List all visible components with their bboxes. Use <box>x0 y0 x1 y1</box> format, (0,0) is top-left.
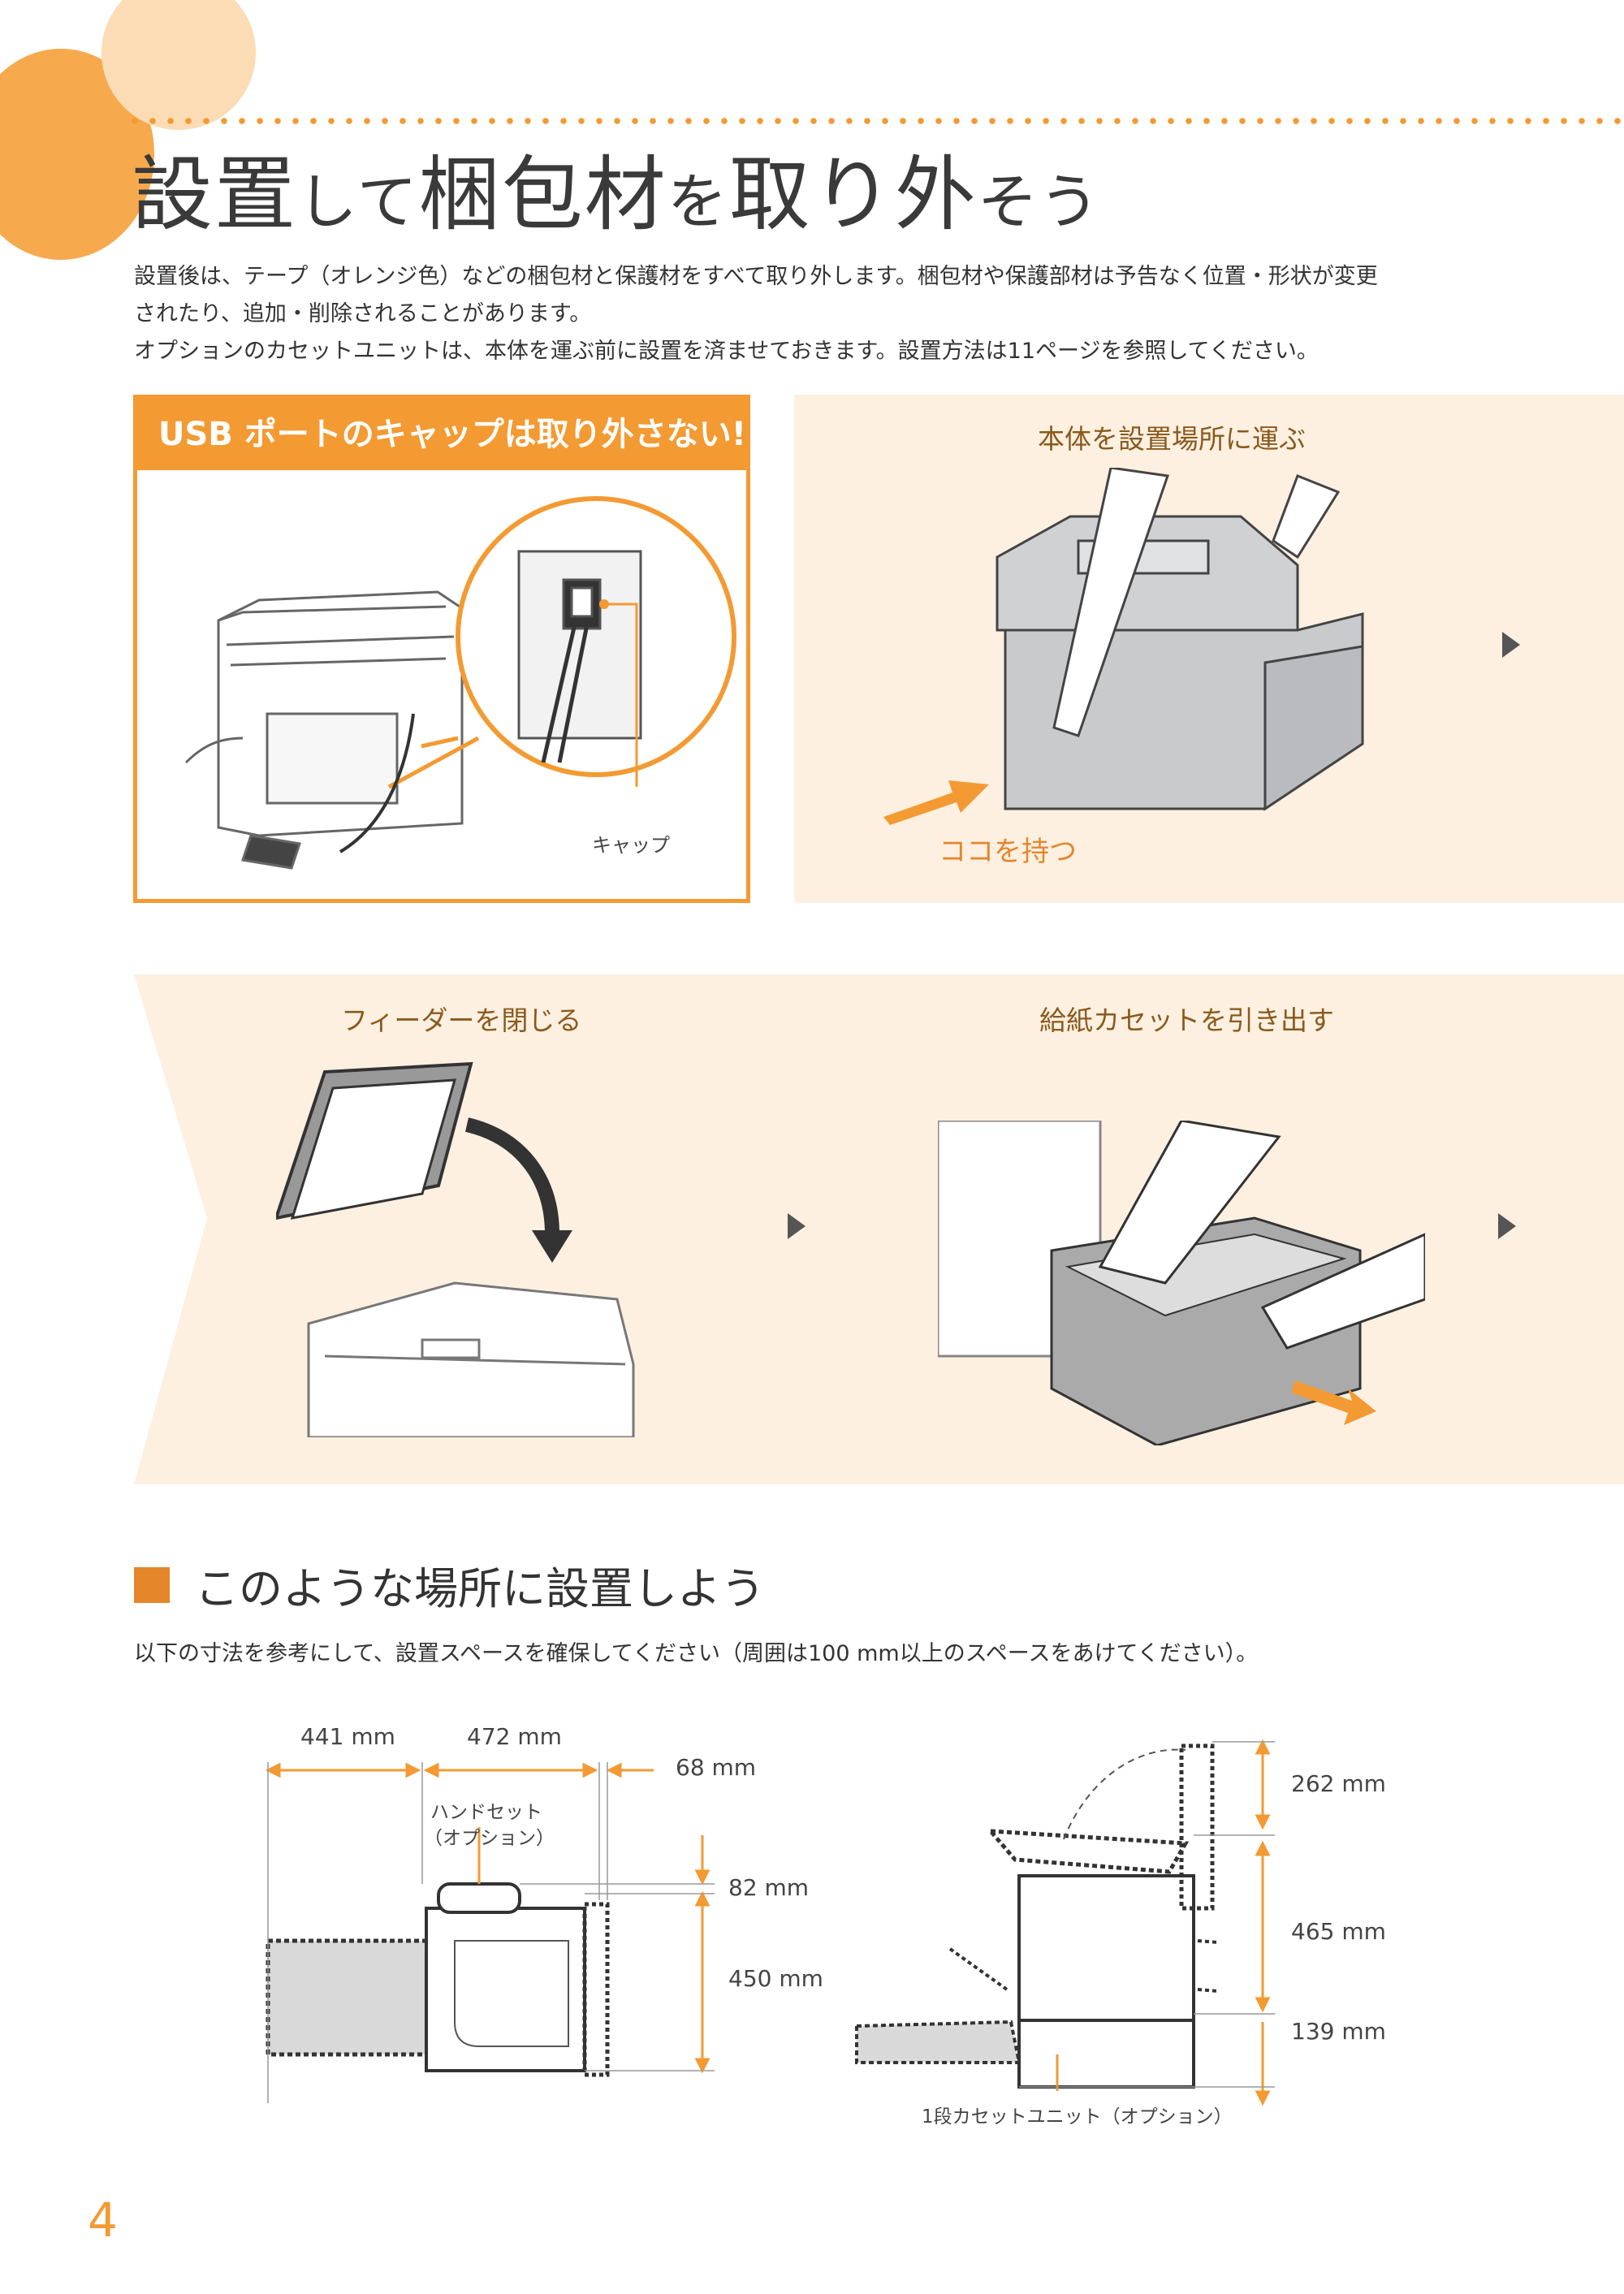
handset-option-label: （オプション） <box>424 1828 555 1849</box>
cassette-illustration <box>938 1121 1425 1445</box>
cap-label: キャップ <box>592 834 670 857</box>
handset-label: ハンドセット <box>430 1802 542 1823</box>
step-chevron-shape <box>134 974 207 1484</box>
next-arrow-icon <box>1498 1213 1516 1239</box>
intro-line: オプションのカセットユニットは、本体を運ぶ前に設置を済ませておきます。設置方法は… <box>134 339 1319 364</box>
next-arrow-icon <box>1502 632 1520 658</box>
hold-here-arrow <box>883 780 989 825</box>
intro-line: 設置後は、テープ（オレンジ色）などの梱包材と保護材をすべて取り外します。梱包材や… <box>134 264 1378 289</box>
dim-262: 262 mm <box>1291 1770 1386 1797</box>
step-feeder-caption: フィーダーを閉じる <box>341 1004 582 1036</box>
next-arrow-icon <box>788 1213 806 1239</box>
dim-68: 68 mm <box>676 1754 757 1781</box>
dim-82: 82 mm <box>728 1874 810 1901</box>
dim-441: 441 mm <box>300 1723 395 1750</box>
step-feeder-cassette-panel: フィーダーを閉じる 給紙カセットを引き出す <box>134 974 1624 1484</box>
side-view-dimension-diagram <box>855 1739 1275 2106</box>
cassette-unit-label: 1段カセットユニット（オプション） <box>922 2106 1233 2128</box>
page-title: 設置して梱包材を取り外そう <box>132 147 1101 242</box>
dim-465: 465 mm <box>1291 1918 1386 1945</box>
usb-cap-warning-box: USB ポートのキャップは取り外さない! キャップ <box>133 395 750 903</box>
placement-intro: 以下の寸法を参考にして、設置スペースを確保してください（周囲は100 mm以上の… <box>134 1641 1259 1666</box>
section-bullet-square <box>134 1567 170 1603</box>
dotted-rule <box>126 118 1624 124</box>
placement-heading: このような場所に設置しよう <box>195 1563 765 1614</box>
hold-here-label: ココを持つ <box>939 836 1077 868</box>
page-number: 4 <box>88 2192 118 2248</box>
dim-472: 472 mm <box>467 1723 562 1750</box>
intro-line: されたり、追加・削除されることがあります。 <box>134 301 592 326</box>
step-carry-panel: 本体を設置場所に運ぶ ココを持つ <box>794 395 1624 903</box>
carry-illustration <box>996 468 1364 811</box>
usb-cap-heading: USB ポートのキャップは取り外さない! <box>137 399 746 470</box>
top-view-dimension-diagram <box>265 1762 715 2103</box>
step-cassette-caption: 給紙カセットを引き出す <box>1039 1004 1334 1036</box>
decor-circle-light <box>102 0 256 130</box>
usb-port-illustration <box>184 496 736 870</box>
dim-139: 139 mm <box>1291 2018 1386 2045</box>
step-carry-caption: 本体を設置場所に運ぶ <box>1038 423 1306 455</box>
feeder-illustration <box>276 1061 635 1437</box>
intro-text: 設置後は、テープ（オレンジ色）などの梱包材と保護材をすべて取り外します。梱包材や… <box>134 258 1612 370</box>
dim-450: 450 mm <box>728 1965 823 1992</box>
